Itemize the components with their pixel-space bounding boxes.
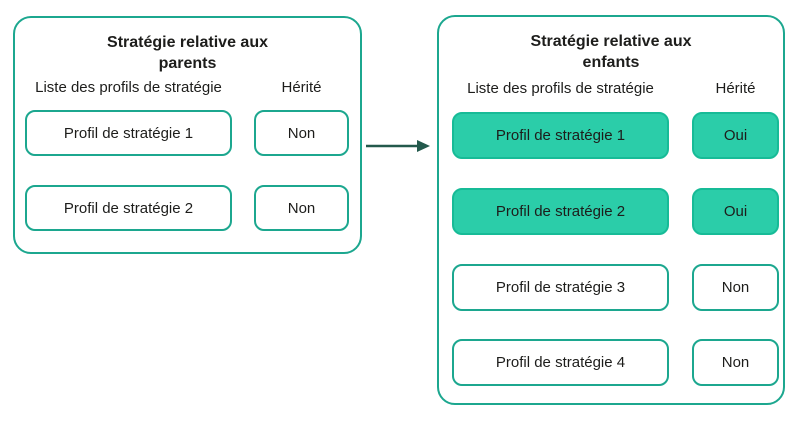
parent-panel-title: Stratégie relative aux parents [107,34,268,72]
parent-policy-panel: Stratégie relative aux parents Liste des… [13,16,362,254]
parent-profile-1-box: Profil de stratégie 1 [25,110,232,156]
child-panel-title: Stratégie relative aux enfants [530,33,692,71]
child-profile-4-box: Profil de stratégie 4 [452,339,669,386]
child-profile-3-box: Profil de stratégie 3 [452,264,669,311]
child-column-header-profiles: Liste des profils de stratégie [467,80,654,97]
child-profile-2-box: Profil de stratégie 2 [452,188,669,235]
parent-column-header-inherited: Hérité [281,79,322,96]
child-column-header-inherited: Hérité [715,80,756,97]
parent-profile-2-box: Profil de stratégie 2 [25,185,232,231]
parent-profile-2-inherited-box: Non [254,185,349,231]
parent-column-header-profiles: Liste des profils de stratégie [35,79,222,96]
child-profile-4-inherited-box: Non [692,339,779,386]
child-profile-3-inherited-box: Non [692,264,779,311]
child-profile-2-inherited-box: Oui [692,188,779,235]
inheritance-arrow-icon [366,139,430,153]
child-policy-panel: Stratégie relative aux enfants Liste des… [437,15,785,405]
parent-profile-1-inherited-box: Non [254,110,349,156]
child-profile-1-inherited-box: Oui [692,112,779,159]
child-profile-1-box: Profil de stratégie 1 [452,112,669,159]
